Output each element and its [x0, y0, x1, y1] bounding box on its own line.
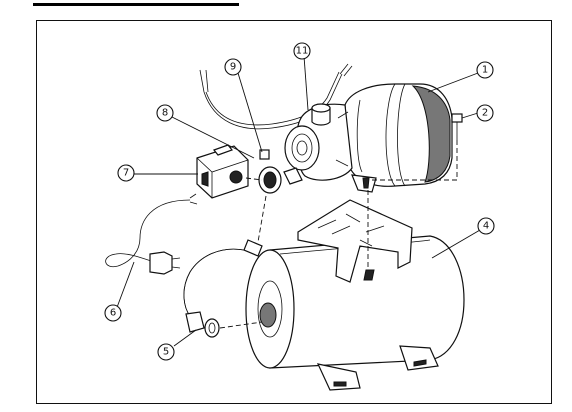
callout-1: 1: [477, 62, 493, 78]
callout-11: 11: [294, 43, 310, 59]
callout-7: 7: [118, 165, 134, 181]
callout-8: 8: [157, 105, 173, 121]
coupling-ring-part: [259, 167, 281, 193]
callout-label: 4: [483, 221, 489, 232]
pressure-switch-part: [197, 145, 248, 198]
callout-label: 8: [162, 108, 168, 119]
screw-part: [452, 114, 462, 140]
callout-label: 11: [296, 46, 309, 57]
callout-label: 2: [482, 108, 488, 119]
callout-9: 9: [225, 59, 241, 75]
callout-label: 6: [110, 308, 116, 319]
callout-label: 7: [123, 168, 129, 179]
power-cord-part: [106, 194, 197, 274]
callout-label: 5: [163, 347, 169, 358]
callout-2: 2: [477, 105, 493, 121]
callout-label: 1: [482, 65, 488, 76]
callout-label: 9: [230, 62, 236, 73]
pump-motor-part: [284, 84, 452, 192]
callout-4: 4: [478, 218, 494, 234]
pressure-tank-part: [246, 200, 464, 390]
callout-5: 5: [158, 344, 174, 360]
callout-6: 6: [105, 305, 121, 321]
